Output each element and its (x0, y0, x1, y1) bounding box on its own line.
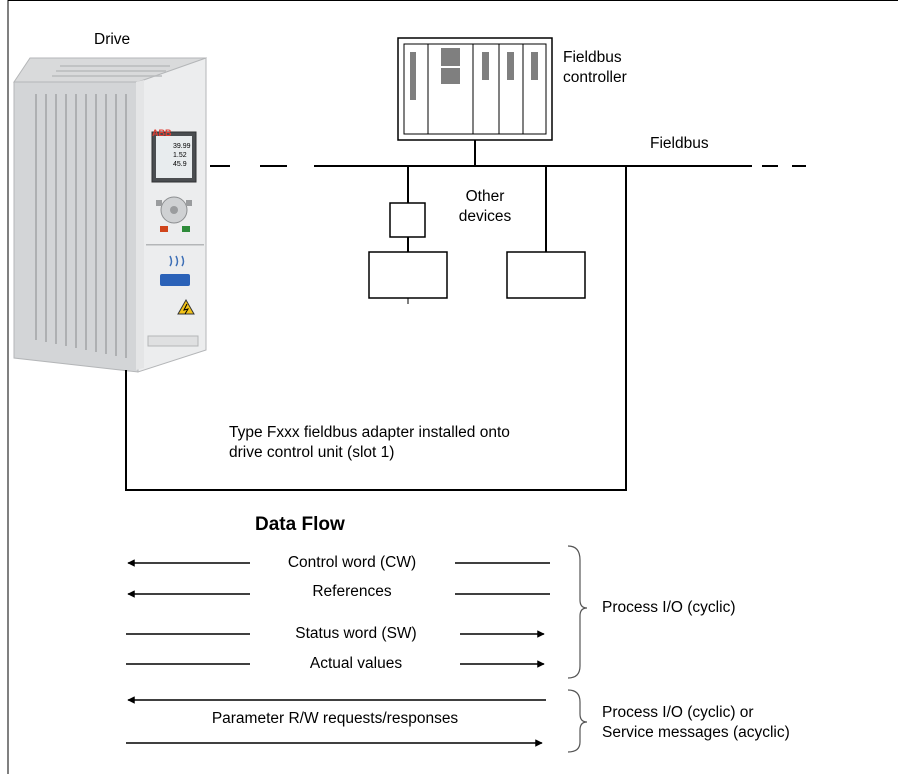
drive-label: Drive (94, 31, 131, 48)
other-devices-label-line1: Other (465, 188, 505, 205)
fieldbus-label: Fieldbus (650, 135, 709, 152)
flow-label-sw: Status word (SW) (295, 625, 417, 642)
drive-vent-icon (35, 94, 127, 358)
drive-heat-icon (169, 255, 185, 267)
flow-label-parameter: Parameter R/W requests/responses (211, 710, 459, 727)
drive-badge-icon (160, 274, 190, 286)
adapter-label-line2: drive control unit (slot 1) (229, 444, 395, 461)
data-flow-title: Data Flow (255, 514, 345, 535)
fieldbus-line (125, 140, 806, 491)
data-flow-arrows (126, 559, 550, 747)
flow-label-references: References (312, 583, 392, 600)
group-label-acyclic-line2: Service messages (acyclic) (602, 724, 790, 741)
fieldbus-controller-icon (397, 37, 553, 141)
group-label-cyclic: Process I/O (cyclic) (602, 599, 736, 616)
drive-readout-3: 45.9 (173, 161, 187, 168)
adapter-label-line1: Type Fxxx fieldbus adapter installed ont… (229, 424, 510, 441)
group-label-acyclic-line1: Process I/O (cyclic) or (602, 704, 754, 721)
fieldbus-controller-label-line2: controller (563, 69, 627, 86)
cyclic-brace (567, 545, 588, 679)
group-brackets (567, 545, 588, 753)
flow-label-actual: Actual values (309, 655, 403, 672)
drive-brand-logo: ABB (152, 128, 172, 138)
drive-icon (13, 57, 207, 373)
drive-stop-key-icon (160, 226, 168, 232)
acyclic-brace (567, 689, 588, 753)
drive-start-key-icon (182, 226, 190, 232)
flow-label-cw: Control word (CW) (287, 554, 417, 571)
other-devices-icon (368, 202, 586, 299)
fieldbus-controller-label-line1: Fieldbus (563, 49, 622, 66)
frame-border (7, 0, 898, 774)
drive-readout-2: 1.52 (173, 152, 187, 159)
drive-readout-1: 39.99 (173, 143, 191, 150)
other-devices-label-line2: devices (458, 208, 512, 225)
